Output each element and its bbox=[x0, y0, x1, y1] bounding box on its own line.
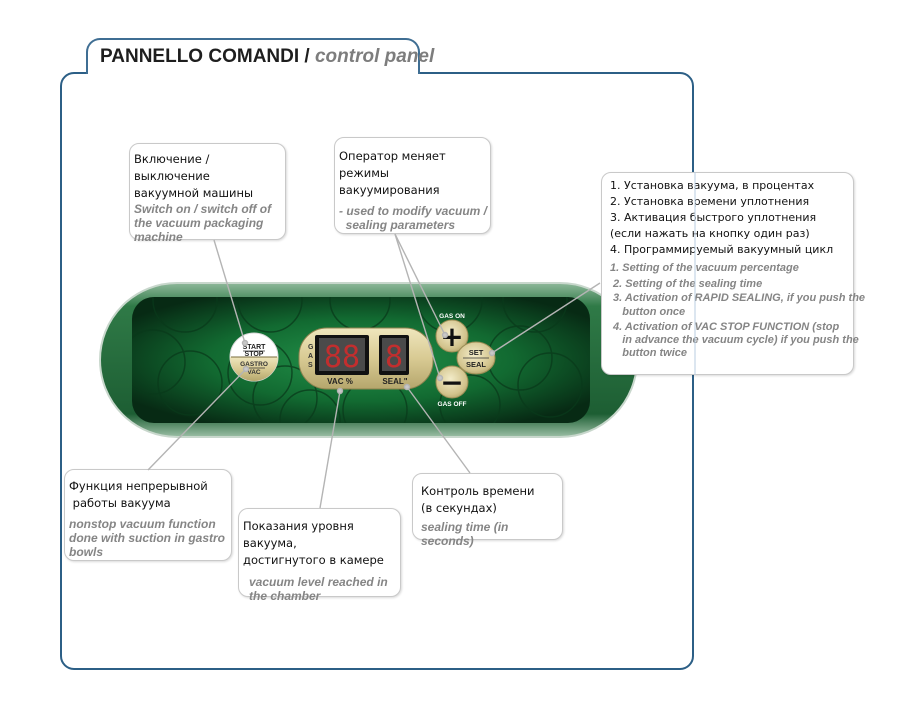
callout-vacuum-level-en-1: vacuum level reached in bbox=[249, 575, 388, 589]
set-label: SET bbox=[469, 348, 484, 357]
callout-gastro-en-1: nonstop vacuum function bbox=[69, 517, 216, 531]
callout-gastro-en-3: bowls bbox=[69, 545, 104, 559]
callout-gastro-ru-2: работы вакуума bbox=[69, 496, 171, 510]
gas-on-label: GAS ON bbox=[439, 313, 465, 320]
plus-icon: + bbox=[440, 320, 463, 353]
callout-setseal-en-4: button once bbox=[610, 306, 686, 318]
vac-display-value: 88 bbox=[324, 340, 360, 375]
callout-vacuum-level-ru-2: достигнутого в камере bbox=[243, 553, 384, 567]
callout-sealing-time-ru-2: (в секундах) bbox=[421, 501, 497, 515]
minus-button[interactable]: − bbox=[435, 365, 469, 399]
callout-power-en-3: machine bbox=[134, 230, 183, 244]
title-italian: PANNELLO COMANDI / bbox=[100, 46, 315, 67]
callout-power-en-1: Switch on / switch off of bbox=[134, 202, 272, 216]
callout-power-ru-2: вакуумной машины bbox=[134, 186, 254, 200]
callout-set-seal: 1. Установка вакуума, в процентах 2. Уст… bbox=[601, 172, 865, 375]
seal-display-value: 8 bbox=[385, 340, 403, 375]
callout-setseal-ru-1: 1. Установка вакуума, в процентах bbox=[610, 179, 815, 192]
callout-operator-en-1: - used to modify vacuum / bbox=[339, 204, 488, 218]
gas-label-g: G bbox=[308, 344, 314, 351]
callout-operator: Оператор меняет режимы вакуумирования - … bbox=[334, 137, 491, 234]
callout-power-ru-1: Включение / выключение bbox=[134, 152, 210, 183]
display-plate: G A S 88 VAC % 8 SEAL" bbox=[298, 327, 434, 390]
vac-percent-label: VAC % bbox=[327, 377, 353, 386]
callout-setseal-en-1: 1. Setting of the vacuum percentage bbox=[610, 262, 799, 274]
callout-operator-en-2: sealing parameters bbox=[339, 218, 456, 232]
callout-setseal-en-7: button twice bbox=[610, 346, 687, 359]
callout-setseal-ru-2: 2. Установка времени уплотнения bbox=[610, 195, 810, 208]
callout-sealing-time-en-1: sealing time (in seconds) bbox=[421, 520, 509, 548]
title-tab: PANNELLO COMANDI / control panel bbox=[86, 38, 434, 74]
callout-setseal-ru-4: (если нажать на кнопку один раз) bbox=[610, 227, 810, 240]
vac-label: VAC bbox=[247, 369, 261, 376]
callout-operator-ru-2: вакуумирования bbox=[339, 183, 440, 197]
gas-label-a: A bbox=[308, 353, 313, 360]
callout-sealing-time: Контроль времени (в секундах) sealing ti… bbox=[412, 473, 563, 548]
callout-setseal-en-6: in advance the vacuum cycle) if you push… bbox=[610, 333, 859, 346]
set-seal-button[interactable]: SET SEAL bbox=[456, 341, 496, 375]
start-stop-gastro-vac-button[interactable]: START STOP GASTRO VAC bbox=[229, 332, 279, 382]
callout-power-en-2: the vacuum packaging bbox=[134, 216, 264, 230]
callout-vacuum-level-en-2: the chamber bbox=[249, 589, 321, 603]
callout-gastro-en-2: done with suction in gastro bbox=[69, 531, 225, 545]
gas-label-s: S bbox=[308, 362, 313, 369]
minus-icon: − bbox=[440, 366, 463, 399]
callout-setseal-en-3: 3. Activation of RAPID SEALING, if you p… bbox=[610, 292, 866, 304]
callout-vacuum-level-ru-1: Показания уровня вакуума, bbox=[243, 519, 354, 550]
seal-seconds-label: SEAL" bbox=[382, 377, 407, 386]
title-english: control panel bbox=[314, 46, 435, 67]
callout-sealing-time-ru-1: Контроль времени bbox=[421, 484, 535, 498]
gastro-label: GASTRO bbox=[240, 361, 268, 368]
seal-label: SEAL bbox=[466, 360, 486, 369]
callout-setseal-ru-5: 4. Программируемый вакуумный цикл bbox=[610, 243, 834, 256]
callout-power: Включение / выключение вакуумной машины … bbox=[129, 143, 286, 244]
vac-display-screen bbox=[319, 338, 365, 371]
callout-setseal-en-2: 2. Setting of the sealing time bbox=[610, 277, 763, 290]
stop-label: STOP bbox=[245, 351, 264, 358]
gas-off-label: GAS OFF bbox=[438, 401, 467, 408]
page-title: PANNELLO COMANDI / control panel bbox=[100, 46, 434, 68]
start-label: START bbox=[243, 344, 267, 351]
callout-vacuum-level: Показания уровня вакуума, достигнутого в… bbox=[238, 508, 401, 603]
callout-setseal-ru-3: 3. Активация быстрого уплотнения bbox=[610, 211, 817, 224]
callout-setseal-en-5: 4. Activation of VAC STOP FUNCTION (stop bbox=[610, 320, 840, 333]
tab-joint bbox=[88, 70, 418, 76]
callout-gastro-ru-1: Функция непрерывной bbox=[69, 479, 208, 493]
callout-operator-ru-1: Оператор меняет режимы bbox=[339, 149, 446, 180]
callout-gastro: Функция непрерывной работы вакуума nonst… bbox=[64, 469, 232, 561]
